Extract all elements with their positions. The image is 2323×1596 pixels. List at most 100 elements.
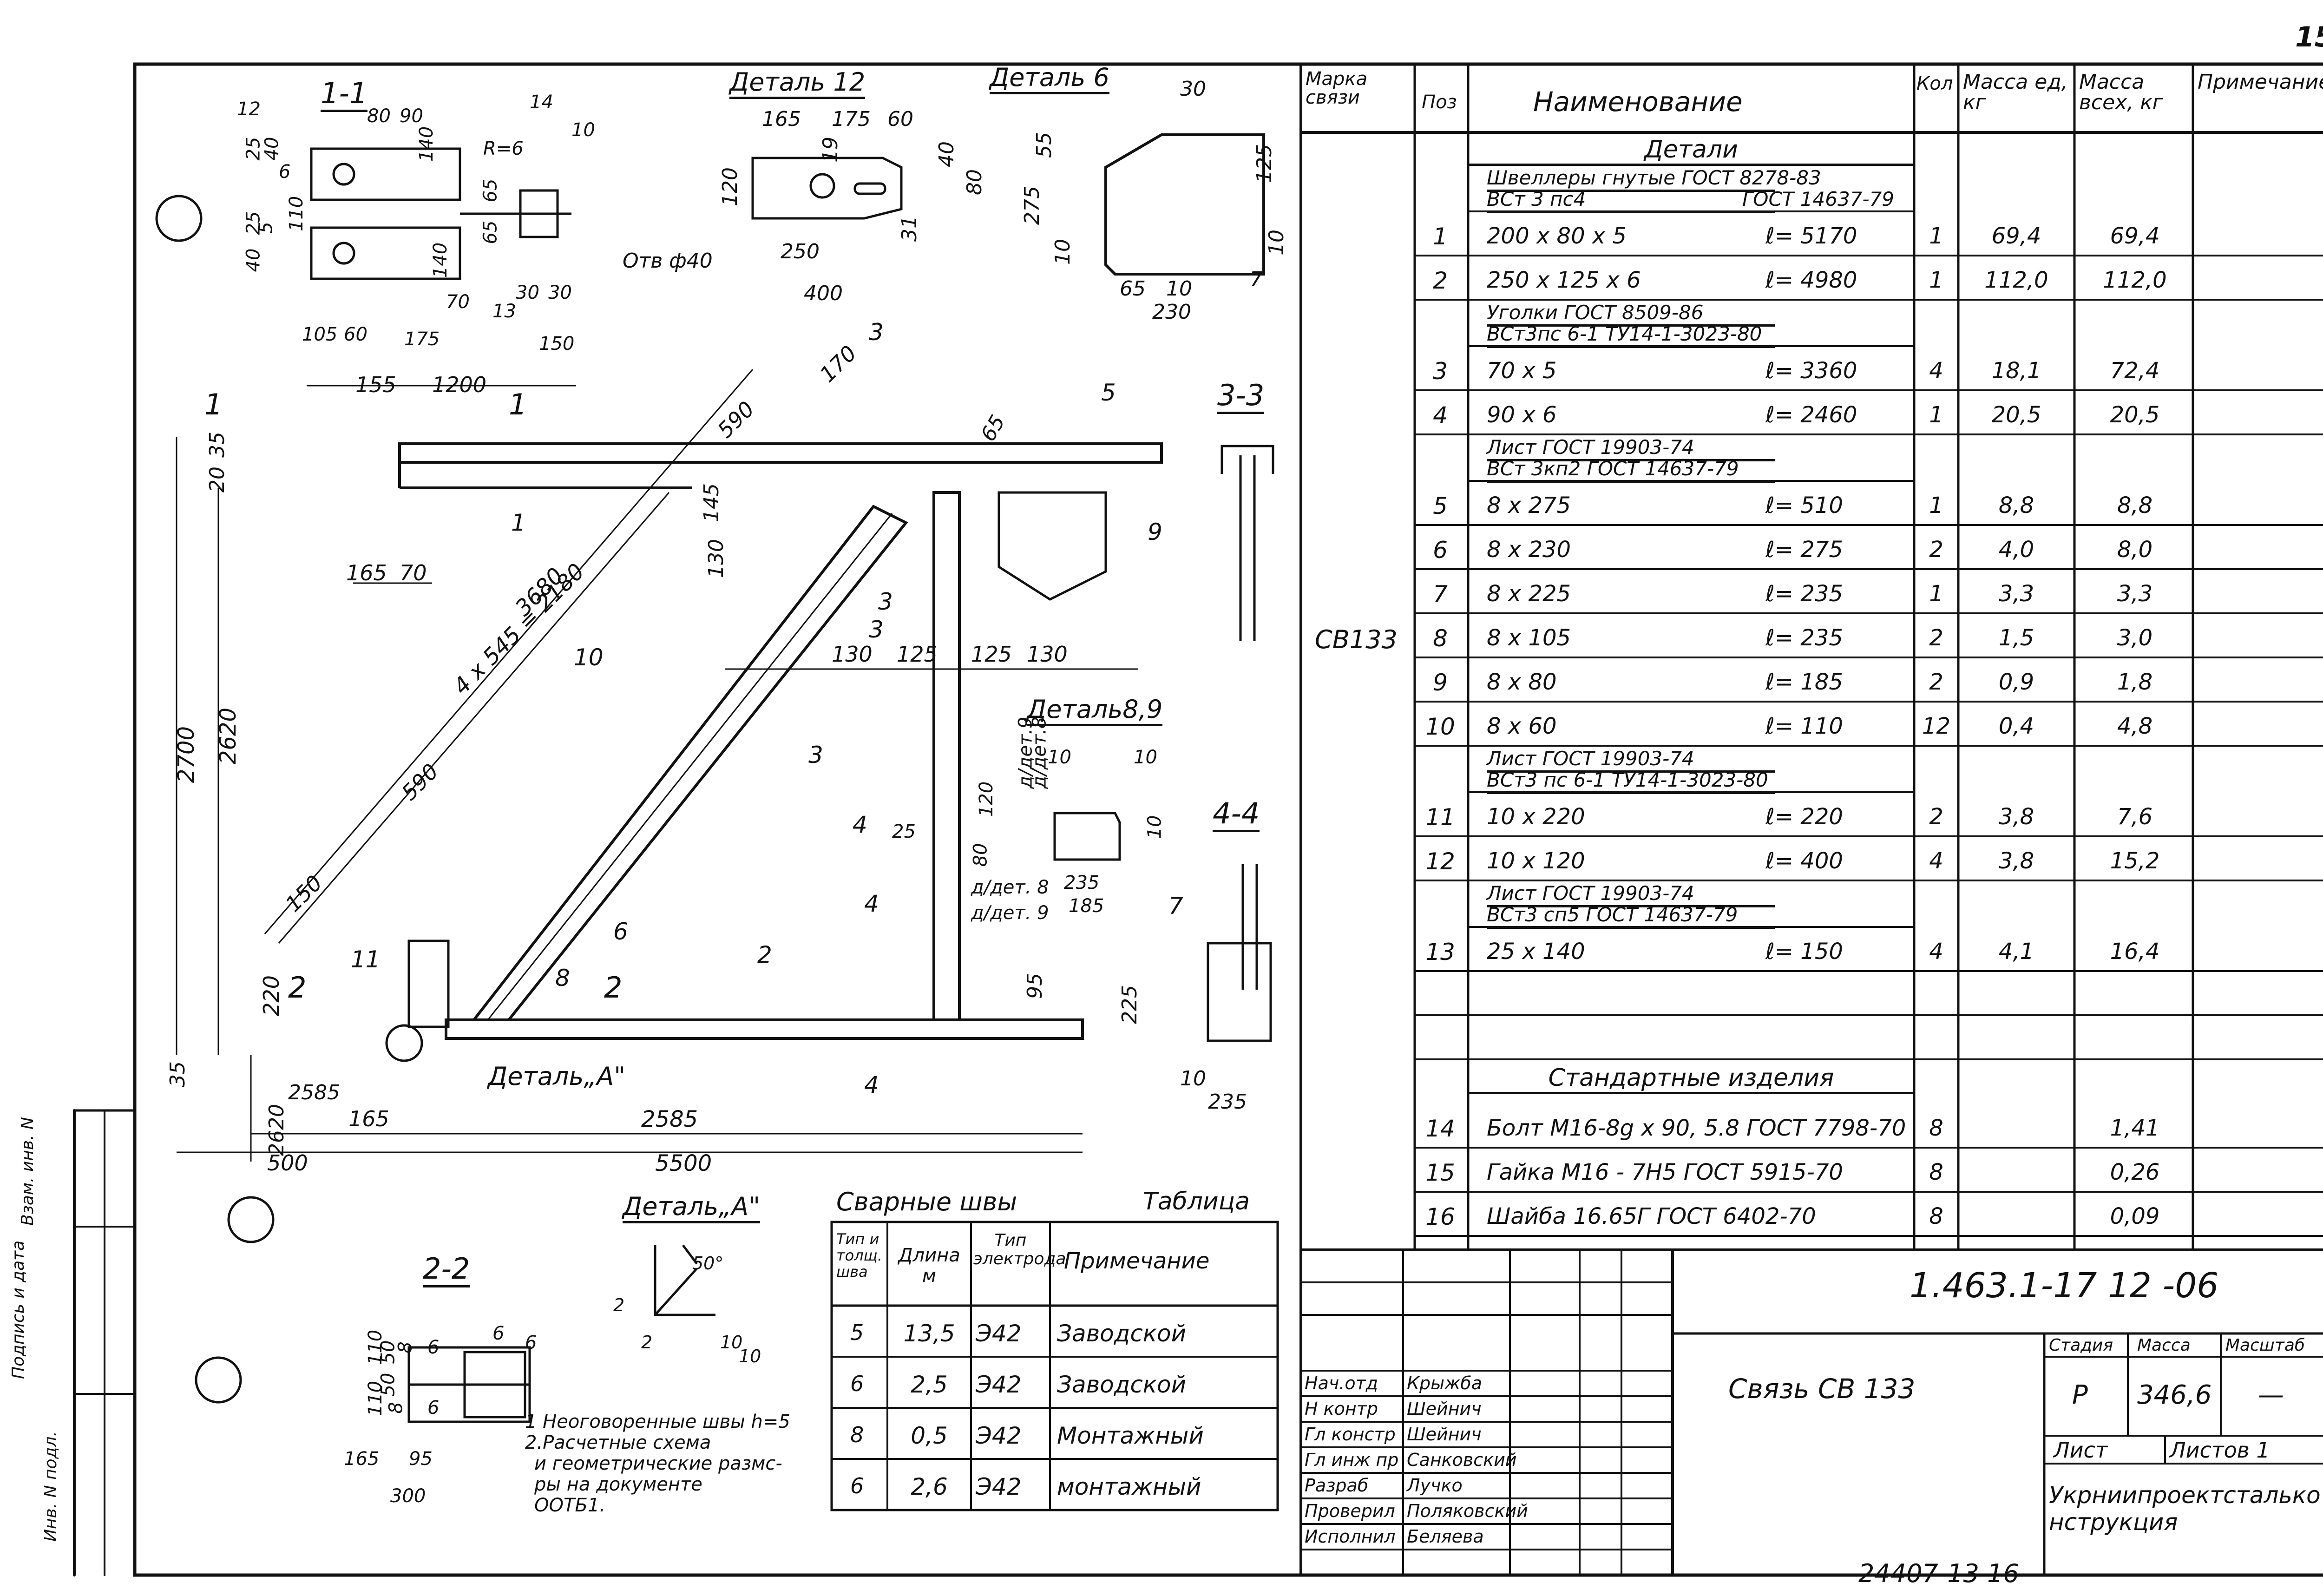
side-stamp-label: Инв. N подл. — [41, 1431, 60, 1542]
dimension: 2 — [641, 1332, 653, 1353]
person-name: Санковский — [1407, 1450, 1517, 1470]
spec-cell-qty: 1 — [1929, 492, 1943, 519]
spec-cell-pos: 16 — [1425, 1203, 1455, 1230]
dimension: 120 — [718, 167, 742, 206]
dimension: 80 — [367, 105, 391, 127]
dimension: 90 — [400, 105, 423, 127]
side-stamp-label: Взам. инв. N — [18, 1117, 37, 1226]
pos-callout: 7 — [1168, 893, 1183, 920]
dimension: 225 — [1117, 985, 1142, 1024]
spec-cell-pos: 12 — [1425, 847, 1455, 875]
spec-cell-total: 1,41 — [2110, 1115, 2160, 1141]
spec-cell-name: 70 x 5 — [1487, 357, 1557, 384]
spec-cell-qty: 1 — [1929, 223, 1943, 249]
dimension: 175 — [404, 328, 440, 350]
spec-cell-name: 200 x 80 x 5 — [1487, 223, 1627, 249]
mass-value: 346,6 — [2137, 1380, 2212, 1410]
spec-cell-unit: 4,1 — [1998, 938, 2034, 965]
spec-cell-name: Гайка М16 - 7Н5 ГОСТ 5915-70 — [1487, 1159, 1843, 1185]
spec-cell-pos: 5 — [1433, 492, 1448, 519]
cut-mark: 1 — [509, 388, 527, 421]
dimension: 220 — [258, 975, 284, 1016]
dimension: 13 — [492, 301, 516, 322]
dimension: 155 — [355, 372, 396, 397]
pos-callout: 3 — [878, 588, 893, 615]
spec-header-total-mass: Масса всех, кг — [2079, 70, 2163, 114]
dimension: 145 — [699, 483, 723, 522]
spec-cell-total: 3,0 — [2117, 624, 2153, 651]
spec-cell-name: 90 x 6 — [1487, 401, 1557, 428]
scale-label: Масштаб — [2225, 1336, 2305, 1355]
dimension: 10 — [1180, 1067, 1206, 1090]
dimension: 10 — [1051, 239, 1075, 265]
dimension: д/дет. 8 — [971, 877, 1049, 898]
cut-mark: 3 — [869, 319, 884, 346]
section-3-3 — [1221, 445, 1274, 641]
cut-mark: 1 — [204, 388, 223, 421]
drawing-title: Связь СВ 133 — [1728, 1373, 1916, 1405]
spec-header-note: Примечание — [2198, 70, 2323, 94]
dimension: 60 — [344, 324, 367, 345]
spec-cell-len: ℓ= 220 — [1765, 803, 1843, 830]
person-role: Разраб — [1305, 1475, 1369, 1496]
dimension: 125 — [971, 642, 1012, 667]
weld-cell-type: 5 — [850, 1320, 864, 1345]
spec-cell-name: 8 x 105 — [1487, 624, 1571, 651]
spec-cell-unit: 18,1 — [1991, 357, 2041, 384]
spec-cell-qty: 1 — [1929, 401, 1943, 428]
dimension: 25 — [892, 821, 916, 842]
sheet-label: Лист — [2054, 1438, 2108, 1463]
spec-cell-unit: 3,8 — [1998, 847, 2034, 874]
spec-cell-unit: 3,3 — [1998, 580, 2034, 607]
section-1-1-title: 1-1 — [321, 79, 368, 112]
spec-cell-len: ℓ= 2460 — [1765, 401, 1857, 428]
note-line: ООТБ1. — [534, 1495, 606, 1516]
weld-cell-type: 6 — [850, 1473, 864, 1498]
spec-cell-qty: 4 — [1929, 938, 1943, 965]
dimension: 10 — [739, 1346, 761, 1366]
spec-cell-len: ℓ= 5170 — [1765, 223, 1857, 249]
dimension: 10 — [1265, 230, 1288, 256]
dimension: 31 — [898, 216, 921, 242]
pos-callout: 11 — [351, 946, 381, 973]
dimension: 70 — [400, 560, 427, 585]
spec-cell-total: 16,4 — [2110, 938, 2160, 965]
spec-cell-total: 4,8 — [2117, 713, 2153, 739]
pos-callout: 5 — [1101, 379, 1116, 406]
spec-cell-qty: 2 — [1929, 536, 1943, 563]
stage-label: Стадия — [2049, 1336, 2113, 1355]
dimension: 175 — [832, 107, 871, 131]
spec-cell-len: ℓ= 400 — [1765, 847, 1843, 874]
dimension: 2 — [613, 1295, 625, 1315]
dimension: 165 — [346, 560, 387, 585]
spec-header-name: Наименование — [1533, 86, 1743, 118]
spec-cell-unit: 0,9 — [1998, 669, 2034, 695]
dimension: 12 — [237, 99, 261, 120]
weld-header: Тип и толщ. шва — [836, 1230, 882, 1281]
spec-cell-name: 10 x 120 — [1487, 847, 1585, 874]
spec-cell-name: 8 x 275 — [1487, 492, 1571, 519]
dimension: 140 — [430, 242, 452, 278]
spec-cell-name: Лист ГОСТ 19903-74 — [1487, 437, 1775, 461]
dimension: 30 — [1180, 77, 1206, 101]
spec-cell-total: 7,6 — [2117, 803, 2153, 830]
spec-cell-len: ℓ= 150 — [1765, 938, 1843, 965]
weld-cell-note: Заводской — [1057, 1371, 1187, 1398]
spec-cell-name: ВСт3 пс 6-1 ТУ14-1-3023-80 — [1487, 770, 1775, 795]
person-role: Проверил — [1305, 1501, 1395, 1521]
dimension: 2700 — [173, 726, 200, 783]
detail-12 — [751, 157, 903, 220]
weld-cell-electrode: Э42 — [976, 1320, 1022, 1347]
dimension: 10 — [1134, 747, 1157, 768]
dimension: 60 — [887, 107, 913, 131]
note-line: 1 Неоговоренные швы h=5 — [525, 1411, 790, 1432]
spec-cell-pos: 11 — [1425, 803, 1455, 831]
dimension: 20 — [205, 466, 229, 493]
dimension: 14 — [530, 92, 553, 113]
spec-cell-total: 3,3 — [2117, 580, 2153, 607]
dimension: д/дет. 9 — [971, 902, 1049, 924]
dimension: 40 — [243, 248, 264, 272]
spec-cell-name: ВСт3пс 6-1 ТУ14-1-3023-80 — [1487, 324, 1775, 348]
org-name: Укрниипроектстальконструкция — [2049, 1482, 2321, 1536]
pos-callout: 9 — [1148, 519, 1162, 545]
